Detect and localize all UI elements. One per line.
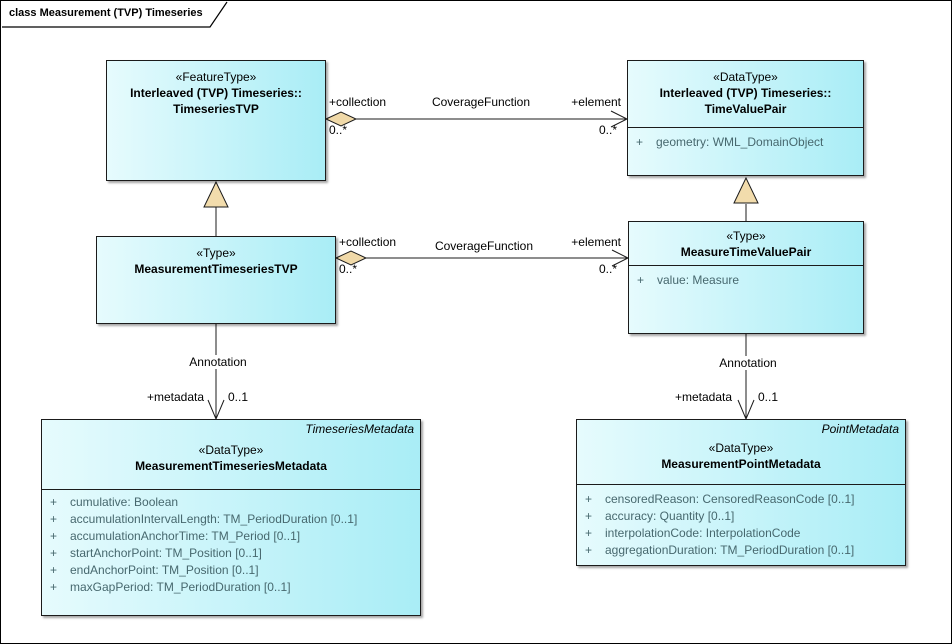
role-label-element: +element	[571, 235, 621, 249]
connector-name-annotation: Annotation	[187, 355, 249, 369]
stereotype-label: «Type»	[726, 229, 766, 243]
class-name: MeasurementTimeseriesMetadata	[135, 459, 327, 473]
connector-name-coverage-function: CoverageFunction	[431, 95, 531, 109]
class-name: MeasurementTimeseriesTVP	[134, 262, 298, 276]
multiplicity-label: 0..*	[598, 123, 617, 137]
class-name: TimeseriesTVP	[173, 102, 259, 116]
multiplicity-label: 0..1	[228, 390, 249, 404]
attribute: +value: Measure	[637, 273, 740, 287]
class-box-measurement-timeseries-metadata[interactable]: TimeseriesMetadata «DataType» Measuremen…	[41, 419, 421, 616]
class-name: Interleaved (TVP) Timeseries::	[130, 86, 302, 100]
role-label-collection: +collection	[339, 235, 397, 249]
annotation-connector-left	[207, 324, 225, 421]
attribute: +maxGapPeriod: TM_PeriodDuration [0..1]	[50, 580, 291, 594]
role-label-collection: +collection	[329, 95, 387, 109]
stereotype-label: «Type»	[196, 246, 236, 260]
attribute: +censoredReason: CensoredReasonCode [0..…	[585, 492, 855, 506]
annotation-arrowhead-icon	[207, 399, 225, 421]
role-label-metadata: +metadata	[674, 390, 732, 404]
classifier-tag: PointMetadata	[821, 422, 899, 436]
attribute: +accuracy: Quantity [0..1]	[585, 509, 735, 523]
attribute: +endAnchorPoint: TM_Position [0..1]	[50, 563, 259, 577]
class-name: TimeValuePair	[704, 102, 787, 116]
annotation-connector-right	[737, 334, 755, 421]
annotation-arrowhead-icon	[737, 399, 755, 421]
generalization-arrow-icon	[733, 176, 759, 204]
generalization-connector-left	[203, 180, 229, 236]
multiplicity-label: 0..*	[329, 123, 348, 137]
class-box-timeseries-tvp[interactable]: «FeatureType» Interleaved (TVP) Timeseri…	[106, 60, 326, 181]
class-box-time-value-pair[interactable]: «DataType» Interleaved (TVP) Timeseries:…	[627, 60, 864, 176]
attribute: +aggregationDuration: TM_PeriodDuration …	[585, 543, 855, 557]
stereotype-label: «FeatureType»	[175, 70, 257, 84]
attribute: +accumulationAnchorTime: TM_Period [0..1…	[50, 529, 301, 543]
class-name: MeasureTimeValuePair	[680, 245, 812, 259]
role-label-metadata: +metadata	[146, 390, 204, 404]
aggregation-connector-top	[324, 110, 629, 128]
stereotype-label: «DataType»	[708, 441, 774, 455]
multiplicity-label: 0..*	[339, 262, 358, 276]
classifier-tag: TimeseriesMetadata	[305, 422, 414, 436]
stereotype-label: «DataType»	[713, 70, 778, 84]
class-name: MeasurementPointMetadata	[661, 457, 821, 471]
stereotype-label: «DataType»	[198, 443, 264, 457]
attribute: +startAnchorPoint: TM_Position [0..1]	[50, 546, 262, 560]
attribute: +geometry: WML_DomainObject	[636, 135, 824, 149]
class-box-measure-time-value-pair[interactable]: «Type» MeasureTimeValuePair +value: Meas…	[628, 221, 864, 334]
role-label-element: +element	[571, 95, 621, 109]
class-box-measurement-timeseries-tvp[interactable]: «Type» MeasurementTimeseriesTVP	[96, 236, 336, 324]
connector-name-coverage-function: CoverageFunction	[434, 239, 534, 253]
generalization-arrow-icon	[203, 180, 229, 208]
attribute: +interpolationCode: InterpolationCode	[585, 526, 801, 540]
connector-name-annotation: Annotation	[717, 356, 779, 370]
generalization-connector-right	[733, 176, 759, 221]
attribute: +cumulative: Boolean	[50, 495, 179, 509]
multiplicity-label: 0..*	[598, 262, 617, 276]
class-name: Interleaved (TVP) Timeseries::	[659, 86, 832, 100]
class-box-measurement-point-metadata[interactable]: PointMetadata «DataType» MeasurementPoin…	[576, 419, 906, 566]
diagram-frame-title: class Measurement (TVP) Timeseries	[9, 7, 203, 19]
multiplicity-label: 0..1	[758, 390, 779, 404]
attribute: +accumulationIntervalLength: TM_PeriodDu…	[50, 512, 358, 526]
